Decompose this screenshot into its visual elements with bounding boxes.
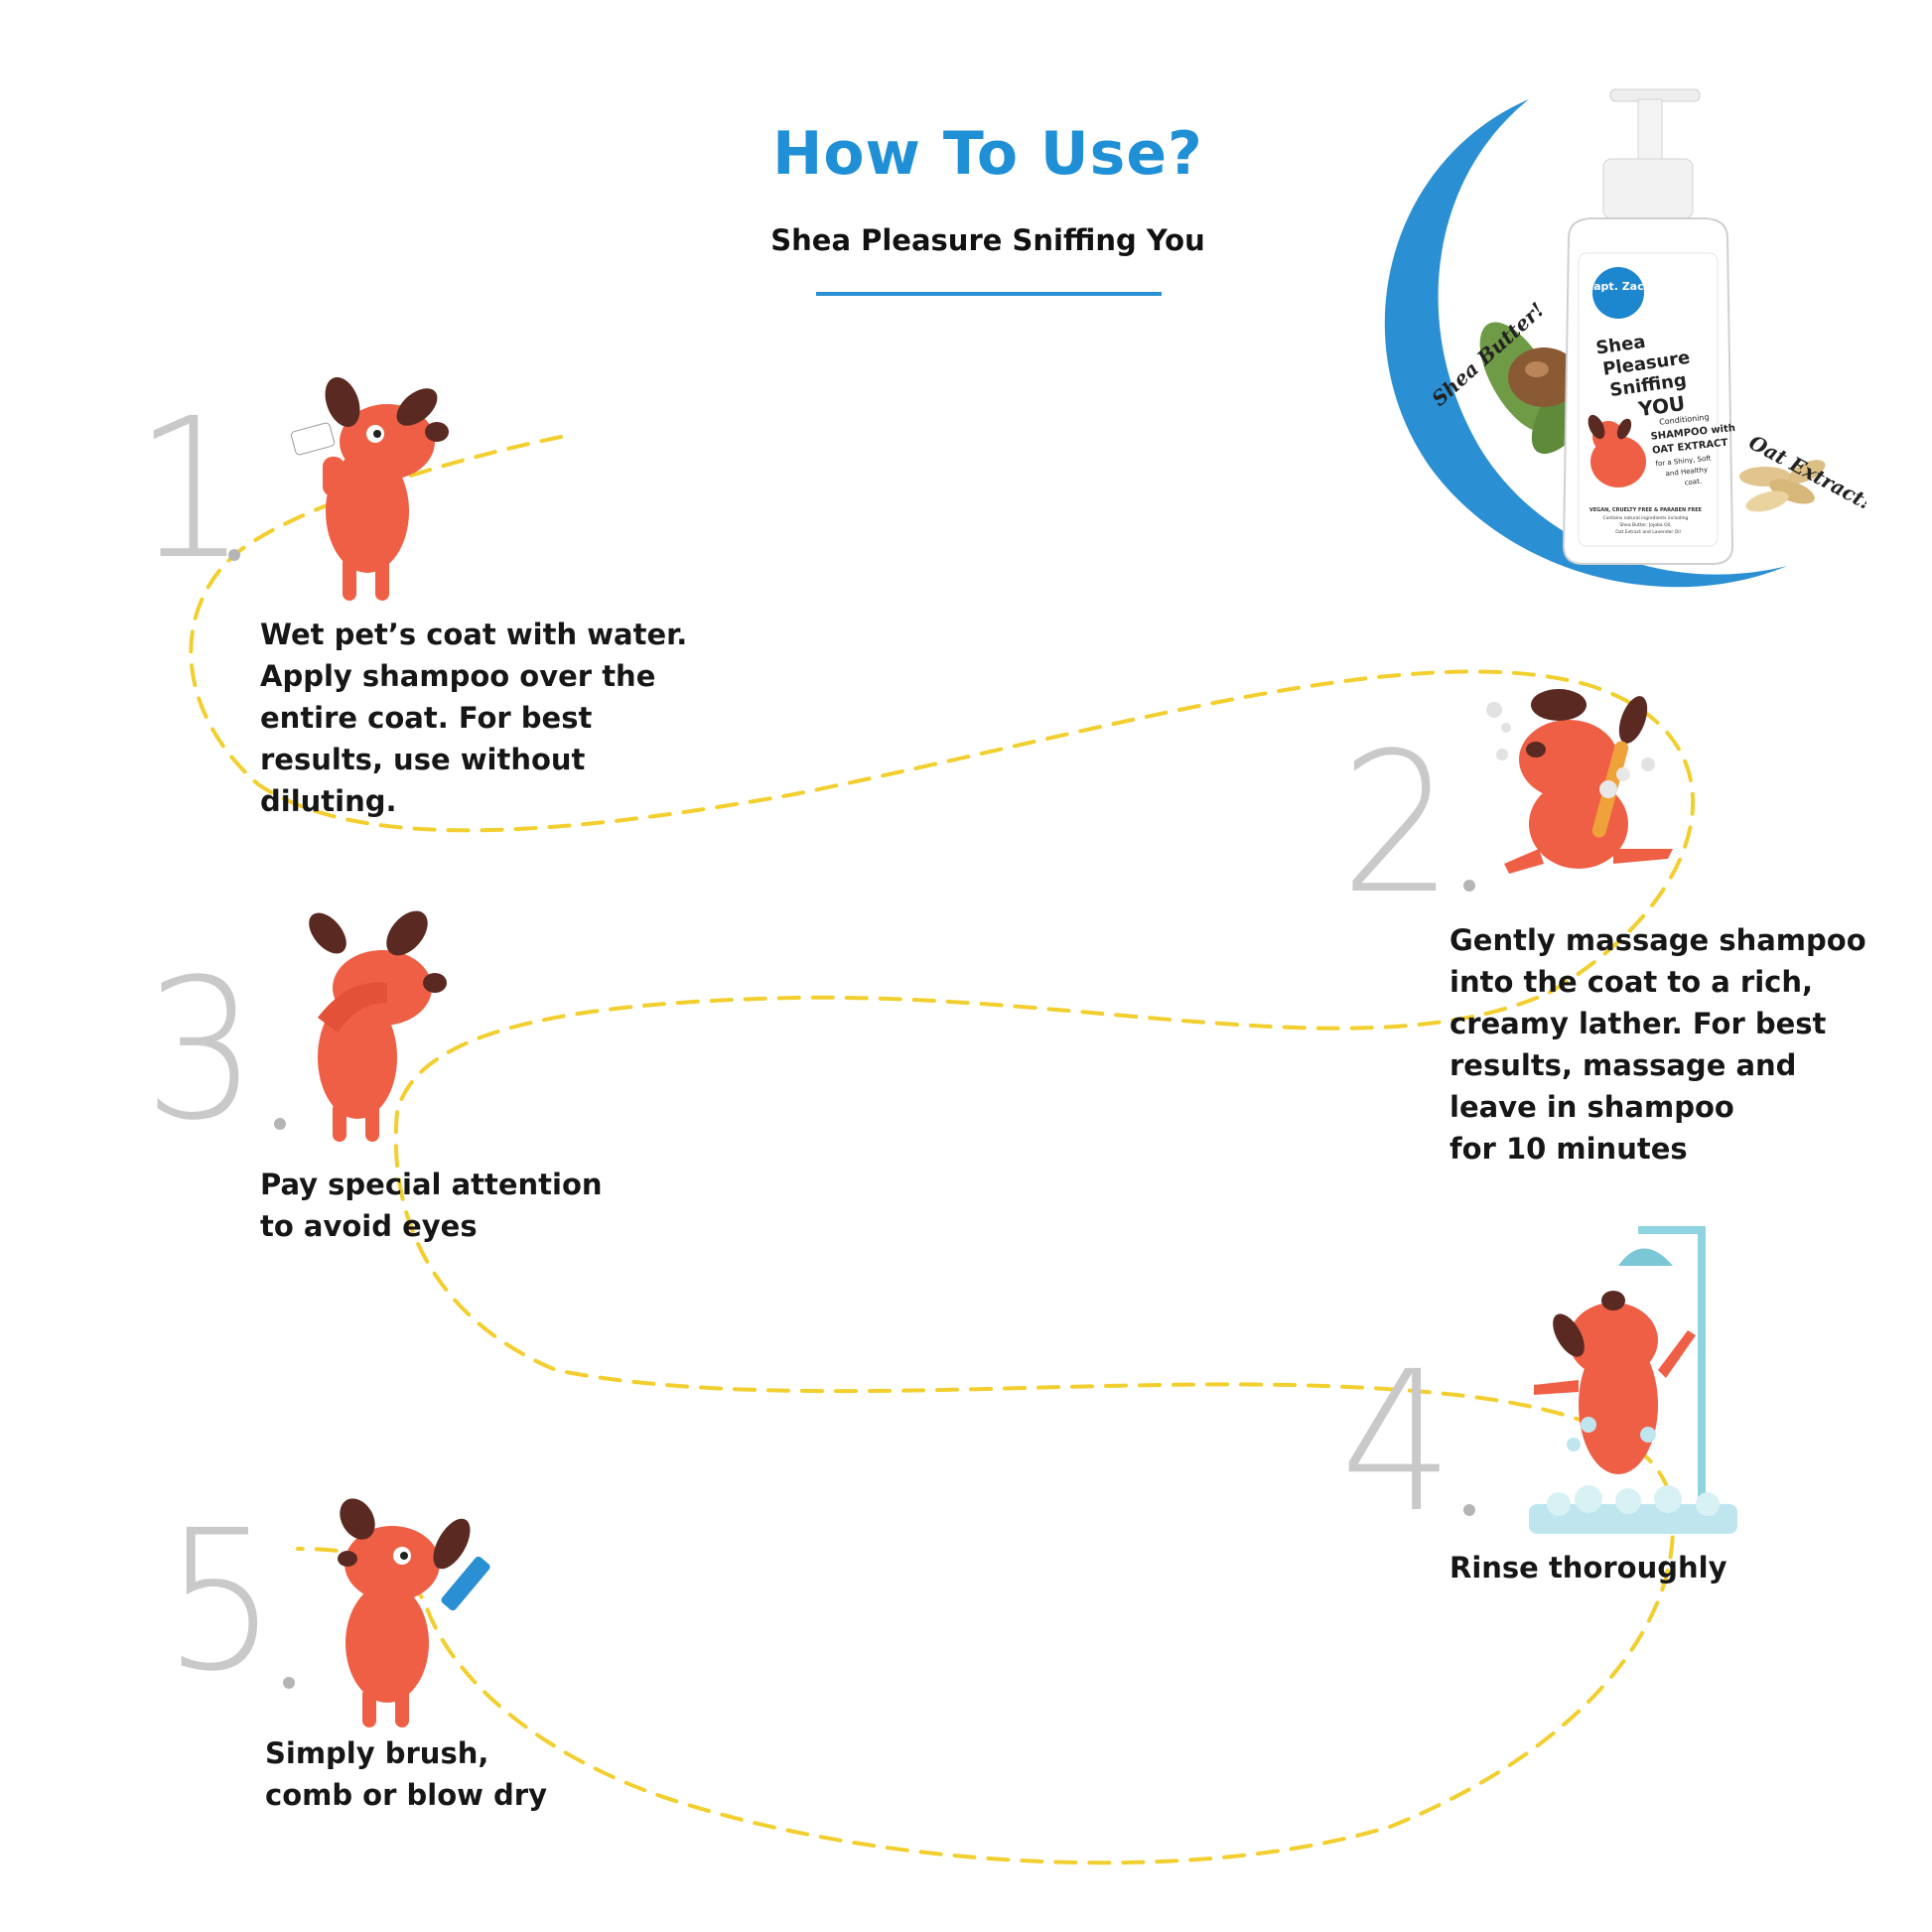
product-footer-line: Contains natural ingredients including: [1603, 515, 1689, 521]
page-subtitle: Shea Pleasure Sniffing You: [770, 223, 1205, 257]
step-5-number: 5: [163, 1488, 278, 1714]
step-1-text-line: results, use without: [260, 743, 586, 776]
step-3-number-dot: [274, 1118, 286, 1130]
pump-head: [1602, 88, 1701, 219]
bathtub-icon: [1529, 1504, 1737, 1534]
step-1-text-line: Wet pet’s coat with water.: [260, 618, 688, 651]
path-line: [189, 435, 1696, 1865]
product-footer-line: Oat Extract and Lavender Oil: [1615, 529, 1680, 535]
product-description-line: coat.: [1684, 478, 1702, 487]
step-2-text: Gently massage shampoo into the coat to …: [1449, 919, 1866, 1170]
brand-logo-text: Capt. Zack: [1586, 280, 1652, 293]
step-2-number: 2: [1339, 711, 1454, 936]
step-1-text: Wet pet’s coat with water. Apply shampoo…: [260, 614, 687, 822]
step-4-number-dot: [1463, 1504, 1475, 1516]
crescent-swoosh: [1384, 99, 1787, 588]
oat-flakes-icon: [1739, 460, 1826, 512]
step-1-text-line: Apply shampoo over the: [260, 659, 656, 693]
dog-scrubbing-icon: [1486, 689, 1673, 874]
dog-covering-eyes-icon: [309, 910, 447, 1142]
dog-showering-icon: [1529, 1226, 1737, 1534]
step-5-text-line: Simply brush,: [265, 1736, 489, 1770]
step-1-text-line: entire coat. For best: [260, 701, 593, 735]
step-2-text-line: Gently massage shampoo: [1449, 923, 1866, 957]
brush-icon: [441, 1556, 490, 1611]
product-footer-line: Shea Butter, Jojoba Oil,: [1619, 522, 1671, 528]
product-footer-line: VEGAN, CRUELTY FREE & PARABEN FREE: [1589, 507, 1703, 513]
step-3-number: 3: [143, 937, 258, 1163]
step-4-number: 4: [1339, 1329, 1454, 1555]
step-2-text-line: leave in shampoo: [1449, 1090, 1734, 1124]
page-title: How To Use?: [772, 119, 1203, 189]
dog-brushing-icon: [338, 1498, 490, 1727]
brand-logo: [1592, 267, 1644, 319]
step-2-text-line: results, massage and: [1449, 1048, 1797, 1082]
label-dog-icon: [1587, 414, 1646, 487]
step-2-text-line: creamy lather. For best: [1449, 1007, 1827, 1040]
step-3-text-line: Pay special attention: [260, 1168, 603, 1201]
product-illustration: Capt. Zack Shea Pleasure Sniffing YOU Co…: [1384, 88, 1866, 588]
step-5-number-dot: [283, 1677, 295, 1689]
step-4-text: Rinse thoroughly: [1449, 1547, 1727, 1588]
title-underline: [816, 292, 1162, 296]
step-1-number-dot: [228, 549, 240, 561]
step-3-text: Pay special attention to avoid eyes: [260, 1164, 603, 1247]
step-5-text-line: comb or blow dry: [265, 1778, 547, 1812]
product-footer: VEGAN, CRUELTY FREE & PARABEN FREE Conta…: [1589, 496, 1707, 535]
shower-pipe: [1698, 1226, 1706, 1524]
step-2-number-dot: [1463, 880, 1475, 892]
step-1-text-line: diluting.: [260, 784, 397, 818]
step-4-text-line: Rinse thoroughly: [1449, 1551, 1727, 1585]
shower-head-icon: [1618, 1248, 1673, 1266]
step-2-text-line: for 10 minutes: [1449, 1132, 1688, 1166]
step-2-text-line: into the coat to a rich,: [1449, 965, 1814, 999]
step-5-text: Simply brush, comb or blow dry: [265, 1732, 547, 1816]
step-3-text-line: to avoid eyes: [260, 1209, 478, 1243]
dog-holding-bottle-icon: [290, 376, 449, 601]
